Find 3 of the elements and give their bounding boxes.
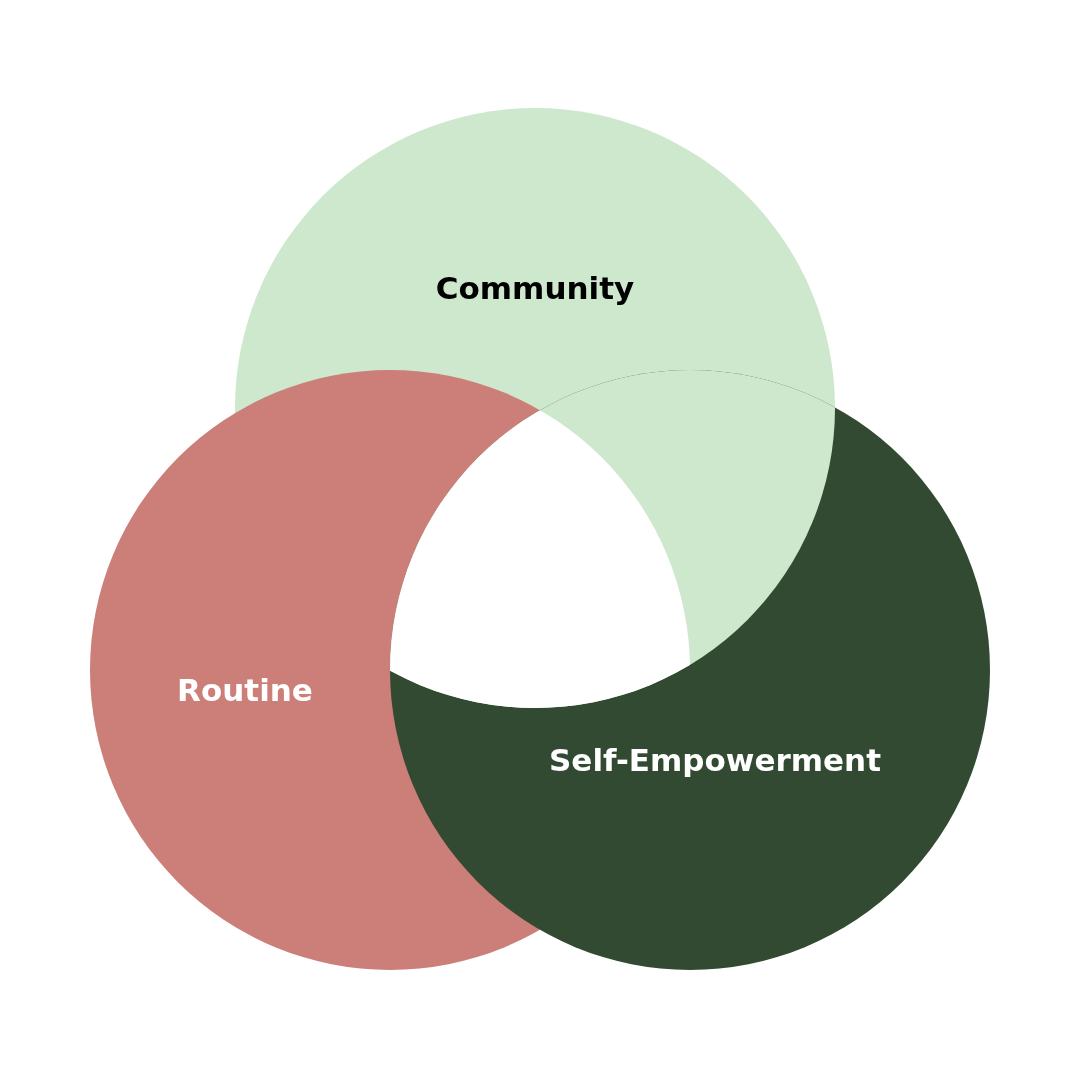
circle-label: Routine bbox=[177, 672, 313, 708]
circle-label: Community bbox=[435, 270, 635, 306]
circle-label: Self-Empowerment bbox=[549, 742, 881, 778]
